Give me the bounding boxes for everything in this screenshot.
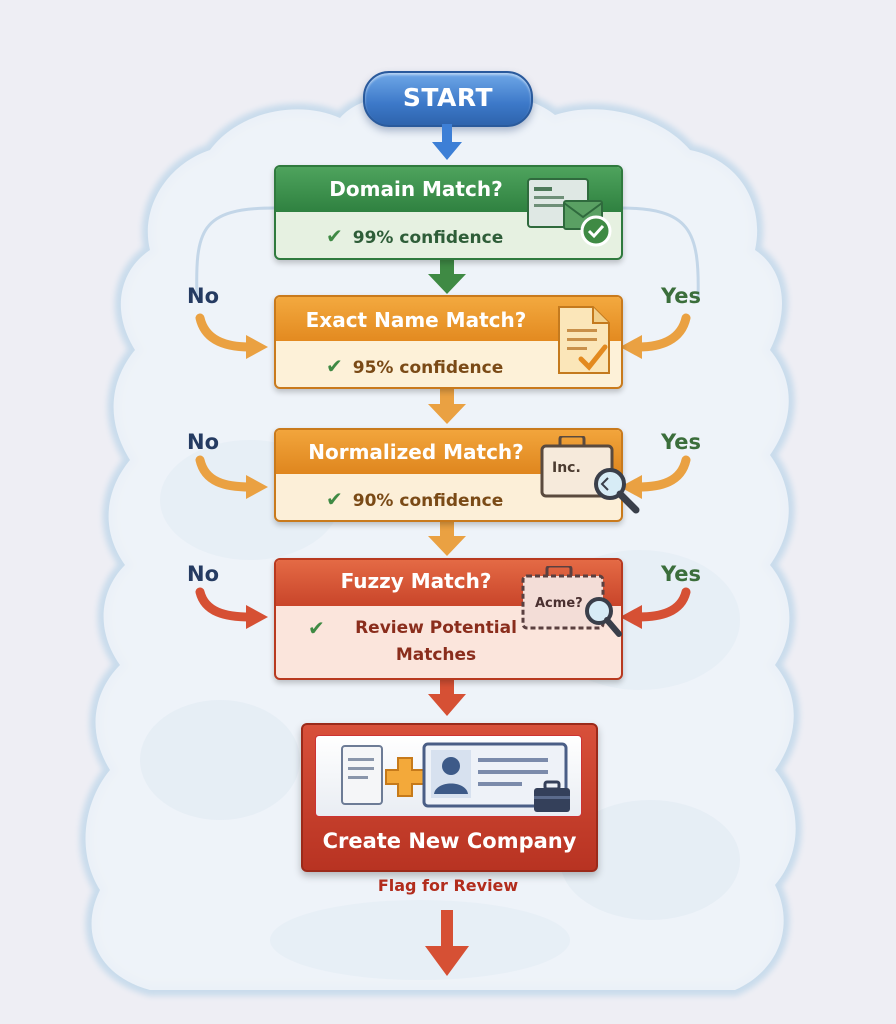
no-label-fuzzy: No — [187, 562, 220, 586]
document-check-icon — [558, 306, 610, 374]
step-title: Exact Name Match? — [305, 308, 527, 332]
confidence-text: 90% confidence — [352, 491, 504, 511]
briefcase-magnifier-icon: Inc. — [538, 434, 648, 520]
create-new-company-label: Create New Company — [322, 829, 577, 853]
arrow-normalized-to-fuzzy — [428, 518, 466, 556]
yes-label-normalized: Yes — [661, 430, 702, 454]
arrow-no-exact — [195, 313, 255, 352]
arrow-no-normalized — [195, 455, 255, 492]
loop-line-right — [619, 206, 700, 301]
loop-line-left — [195, 206, 276, 301]
arrow-yes-exact — [633, 313, 691, 352]
check-icon: ✔ — [326, 224, 343, 248]
confidence-text: 99% confidence — [352, 228, 504, 248]
arrow-domain-to-exact — [428, 256, 466, 294]
result-line: ✔ 95% confidence — [326, 354, 503, 378]
result-line: ✔ 90% confidence — [326, 487, 503, 511]
result-line: ✔ 99% confidence — [326, 224, 503, 248]
arrow-exact-to-normalized — [428, 385, 466, 424]
step-title: Normalized Match? — [308, 440, 524, 464]
no-label-normalized: No — [187, 430, 220, 454]
profile-card-add-icon — [315, 735, 582, 817]
review-text-line1: Review Potential — [355, 618, 517, 638]
step-exact-name-match: Exact Name Match? ✔ 95% confidence — [274, 295, 623, 389]
arrow-start-to-domain — [432, 124, 462, 160]
start-node: START — [363, 71, 533, 127]
icon-text: Acme? — [535, 596, 583, 611]
review-text-line2: Matches — [395, 645, 477, 665]
confidence-text: 95% confidence — [352, 358, 504, 378]
arrow-create-to-end — [425, 910, 469, 976]
arrow-no-fuzzy — [195, 587, 255, 622]
email-card-check-icon — [527, 178, 612, 247]
create-new-company-node: Create New Company — [301, 723, 598, 872]
step-title: Domain Match? — [329, 177, 503, 201]
icon-text: Inc. — [552, 460, 581, 476]
step-domain-match: Domain Match? ✔ 99% confidence — [274, 165, 623, 260]
step-title: Fuzzy Match? — [340, 569, 492, 593]
yes-label-exact: Yes — [661, 284, 702, 308]
check-icon: ✔ — [326, 354, 343, 378]
flag-for-review-label: Flag for Review — [377, 876, 519, 895]
check-icon: ✔ — [308, 616, 325, 640]
no-label-exact: No — [187, 284, 220, 308]
arrow-yes-fuzzy — [633, 587, 691, 622]
yes-label-fuzzy: Yes — [661, 562, 702, 586]
arrow-yes-normalized — [633, 455, 691, 492]
check-icon: ✔ — [326, 487, 343, 511]
arrow-fuzzy-to-create — [428, 676, 466, 716]
briefcase-dashed-magnifier-icon: Acme? — [519, 564, 629, 646]
